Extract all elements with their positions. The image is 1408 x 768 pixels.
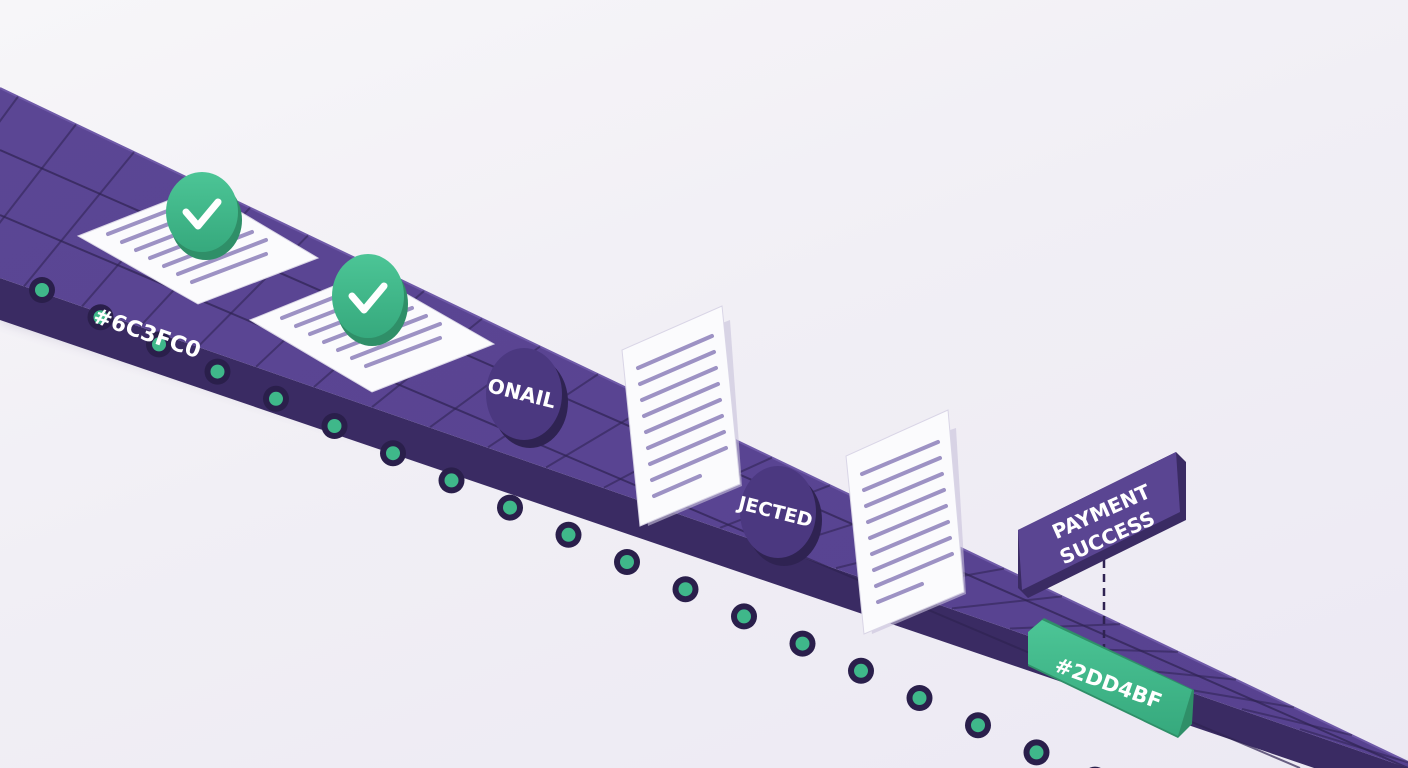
belt-slat: [0, 123, 77, 224]
check-icon: [348, 282, 388, 314]
belt-roller: [731, 603, 757, 630]
belt-roller: [438, 467, 465, 494]
document-text-lines: [636, 334, 728, 498]
belt-slat: [1009, 623, 1121, 630]
document-text-lines: [860, 440, 954, 604]
belt-slat: [951, 595, 1063, 610]
belt-roller: [380, 440, 406, 467]
approved-document-1: [76, 172, 320, 305]
belt-roller: [263, 385, 289, 412]
belt-roller: [614, 549, 640, 575]
belt-roller: [1023, 739, 1050, 766]
belt-slat: [1241, 708, 1353, 737]
belt-roller: [965, 712, 991, 739]
belt-slat: [1299, 728, 1408, 764]
approved-document-2: [248, 254, 496, 393]
belt-roller: [789, 630, 816, 657]
approved-badge: [332, 254, 408, 346]
belt-roller: [29, 277, 55, 303]
belt-slat: [23, 151, 135, 287]
check-icon: [182, 198, 222, 230]
belt-roller: [204, 358, 231, 385]
approved-badge: [166, 172, 242, 260]
belt-rollers: [29, 277, 1101, 768]
status-token-jected: JECTED: [734, 466, 822, 566]
belt-roller: [672, 576, 699, 603]
standing-document-2: [845, 409, 966, 635]
success-code-chip: #2DD4BF: [1028, 618, 1194, 738]
status-token-onail: ONAIL: [485, 348, 568, 448]
belt-roller: [555, 521, 582, 548]
belt-roller: [146, 331, 172, 358]
belt-roller: [87, 304, 114, 331]
belt-slat: [1183, 687, 1295, 709]
belt-roller: [848, 657, 874, 684]
belt-roller: [497, 494, 523, 521]
belt-roller: [321, 413, 348, 439]
standing-document-1: [621, 305, 742, 527]
belt-roller: [906, 685, 933, 711]
